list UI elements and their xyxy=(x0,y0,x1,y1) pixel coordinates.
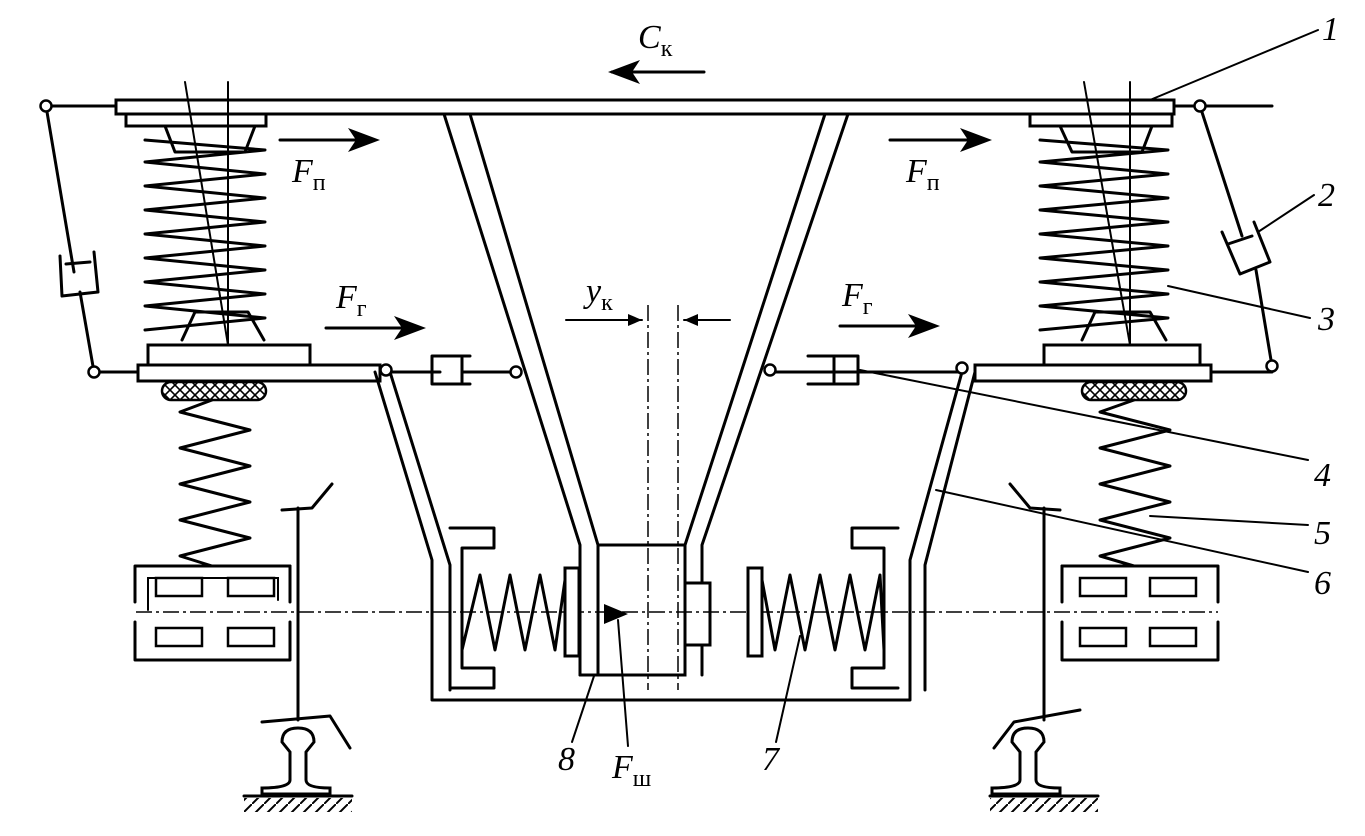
middle-beams xyxy=(92,363,1274,402)
left-wheel-rail xyxy=(242,482,354,812)
joints xyxy=(39,99,1279,379)
right-lateral-spring xyxy=(746,526,900,690)
right-axle-box xyxy=(1060,564,1220,662)
left-axle-box xyxy=(133,564,292,662)
right-wheel-rail xyxy=(988,482,1100,812)
right-upper-spring xyxy=(1038,81,1202,367)
label-fg-right: Fг xyxy=(841,277,873,320)
label-fp-right: Fп xyxy=(905,153,940,196)
leader-lines xyxy=(571,29,1319,747)
label-1: 1 xyxy=(1322,11,1339,48)
label-ck: Cк xyxy=(638,19,673,62)
force-arrows xyxy=(278,60,992,340)
label-6: 6 xyxy=(1314,565,1331,602)
label-fg-left: Fг xyxy=(335,279,367,322)
lower-springs xyxy=(178,398,1172,568)
left-upper-spring xyxy=(143,81,312,367)
left-lateral-spring xyxy=(448,526,581,690)
label-2: 2 xyxy=(1318,177,1335,214)
vertical-dampers xyxy=(44,104,1274,374)
top-beam xyxy=(44,98,1274,128)
label-3: 3 xyxy=(1317,301,1335,338)
label-7: 7 xyxy=(762,741,781,778)
label-fsh: Fш xyxy=(611,749,652,792)
central-frame xyxy=(442,112,850,677)
center-axes xyxy=(136,305,1218,690)
label-8: 8 xyxy=(558,741,575,778)
label-5: 5 xyxy=(1314,515,1331,552)
axle-arrow xyxy=(604,604,628,624)
label-fp-left: Fп xyxy=(291,153,326,196)
label-4: 4 xyxy=(1314,457,1331,494)
inner-arms xyxy=(373,370,977,702)
label-yk: yк xyxy=(583,273,613,316)
horizontal-dampers xyxy=(378,354,964,386)
labels: Cк Fп Fп Fг Fг yк Fш 1 2 3 4 5 6 7 8 xyxy=(291,11,1339,792)
